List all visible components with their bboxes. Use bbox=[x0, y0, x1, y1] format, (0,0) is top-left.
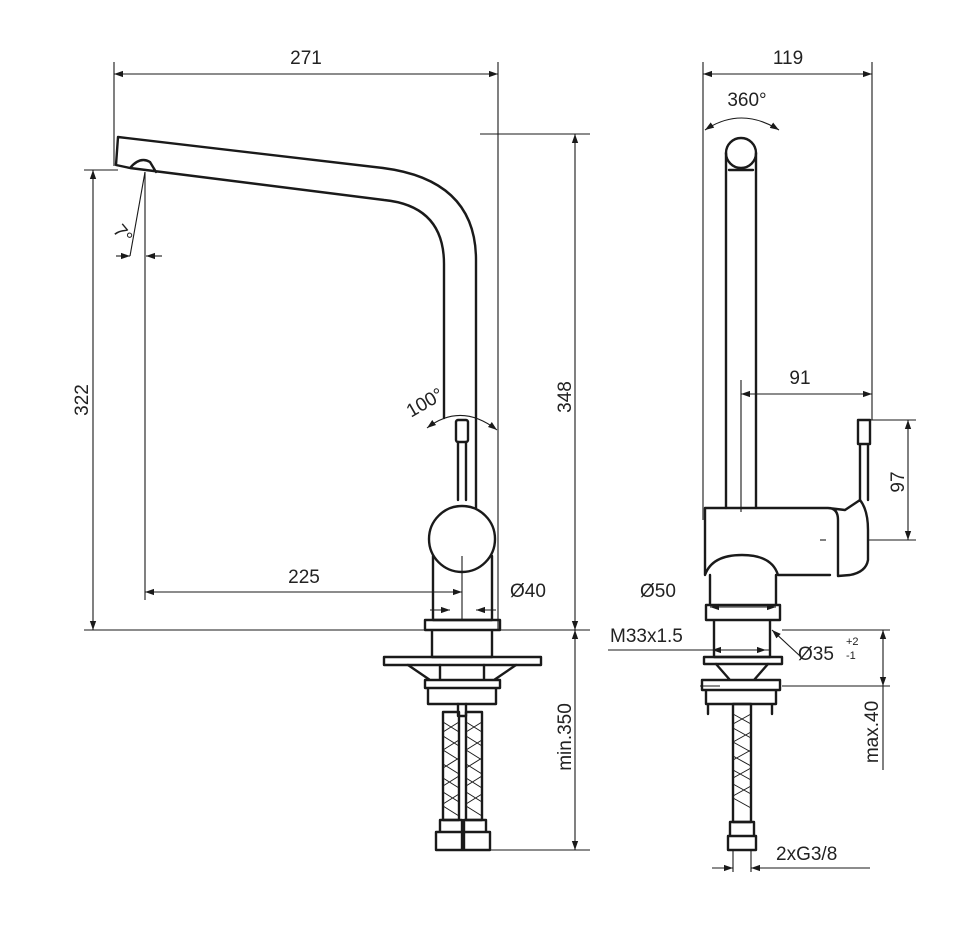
dim-min-350: min.350 bbox=[555, 703, 576, 771]
base-side bbox=[704, 573, 782, 659]
tol-plus: +2 bbox=[846, 636, 859, 648]
lever-stem bbox=[456, 440, 468, 502]
dim-97: 97 bbox=[888, 471, 909, 492]
supply-hoses bbox=[434, 710, 492, 852]
front-view bbox=[700, 136, 872, 852]
base-ring bbox=[423, 618, 502, 659]
mount-bracket bbox=[406, 663, 518, 706]
lever-side bbox=[856, 418, 872, 502]
body-side bbox=[703, 498, 870, 578]
spout-outline bbox=[114, 135, 478, 510]
dim-322: 322 bbox=[72, 384, 93, 416]
connection-g38: 2xG3/8 bbox=[776, 844, 837, 865]
dim-119: 119 bbox=[773, 48, 803, 69]
front-dimensions: 119 360° 91 97 Ø50 M33x1.5 Ø35 +2 -1 max… bbox=[608, 48, 916, 872]
dia-40: Ø40 bbox=[510, 581, 546, 602]
thread-m33: M33x1.5 bbox=[610, 626, 683, 647]
side-dimensions: 271 348 322 225 7° 100° Ø40 min.350 bbox=[72, 48, 590, 851]
center-stud bbox=[456, 702, 468, 718]
dia-35: Ø35 bbox=[798, 644, 834, 665]
bracket-side bbox=[700, 662, 782, 716]
spout-head bbox=[724, 136, 758, 170]
lever-tip bbox=[454, 418, 470, 444]
dim-max-40: max.40 bbox=[862, 701, 883, 763]
dim-271: 271 bbox=[290, 48, 322, 69]
dim-225: 225 bbox=[288, 567, 320, 588]
dim-348: 348 bbox=[555, 381, 576, 413]
deck-plate bbox=[382, 655, 543, 667]
side-view bbox=[114, 135, 543, 852]
angle-360: 360° bbox=[727, 90, 766, 111]
angle-100: 100° bbox=[403, 384, 448, 422]
dia-50: Ø50 bbox=[640, 581, 676, 602]
dim-91: 91 bbox=[789, 368, 810, 389]
spout-column bbox=[724, 151, 758, 510]
hose-side bbox=[726, 702, 758, 852]
tol-minus: -1 bbox=[846, 650, 856, 662]
